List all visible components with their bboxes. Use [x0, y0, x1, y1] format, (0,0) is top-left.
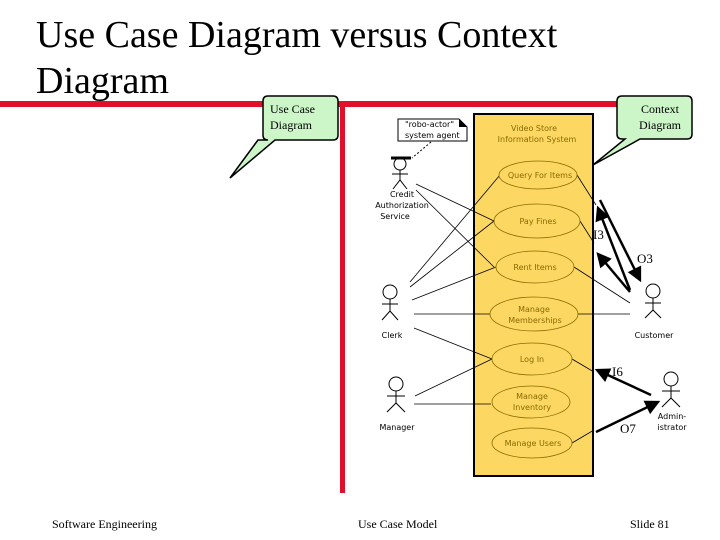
actor-icon-manager [386, 376, 406, 413]
callout-text: Context [641, 102, 680, 116]
use-case-label: Manage [516, 392, 548, 401]
actor-label: Credit [390, 190, 414, 199]
slide-title: Use Case Diagram versus Context Diagram [36, 14, 558, 102]
use-case-log-in [491, 342, 573, 376]
use-case-rent-items [495, 250, 575, 284]
system-label: Information System [498, 135, 577, 144]
use-case-label: Pay Fines [519, 217, 556, 226]
actor-icon-customer [644, 283, 662, 319]
use-case-query [498, 160, 578, 190]
actor-label: Clerk [382, 331, 403, 340]
actor-label: istrator [657, 423, 687, 432]
robo-actor-note: "robo-actor" system agent [397, 118, 468, 159]
use-case-manage-users [491, 427, 573, 459]
use-case-label: Memberships [508, 316, 562, 325]
footer-center: Use Case Model [358, 517, 438, 531]
actor-icon-credit [391, 156, 411, 190]
use-case-manage-inventory [491, 385, 571, 419]
actor-label: Authorization [375, 201, 429, 210]
context-flows [594, 199, 661, 434]
use-case-label: Rent Items [513, 263, 556, 272]
actor-icon-clerk [381, 284, 399, 321]
flow-label-i6: I6 [612, 364, 623, 379]
flow-label-o7: O7 [620, 421, 636, 436]
callout-context: Context Diagram [592, 95, 693, 166]
callout-text: Diagram [270, 118, 313, 132]
associations [409, 174, 631, 444]
flow-label-i3: I3 [593, 227, 604, 242]
actor-icon-administrator [661, 371, 681, 408]
use-case-label: Manage Users [505, 439, 562, 448]
actor-label: Customer [635, 331, 675, 340]
callout-text: Use Case [270, 102, 315, 116]
footer-left: Software Engineering [52, 517, 157, 531]
actor-label: Manager [379, 423, 415, 432]
use-case-label: Query For Items [508, 171, 572, 180]
callout-use-case: Use Case Diagram [229, 95, 339, 179]
use-case-label: Inventory [513, 403, 551, 412]
note-text: "robo-actor" [405, 120, 454, 129]
note-text: system agent [405, 131, 460, 140]
footer-slide-number: Slide 81 [630, 517, 670, 531]
use-case-pay-fines [493, 203, 581, 239]
use-case-label: Manage [518, 305, 550, 314]
use-case-label: Log In [520, 355, 544, 364]
actor-label: Admin- [658, 412, 686, 421]
accent-line [340, 101, 345, 493]
actor-label: Service [380, 212, 410, 221]
system-label: Video Store [511, 124, 557, 133]
flow-label-o3: O3 [637, 251, 653, 266]
callout-text: Diagram [639, 118, 682, 132]
use-case-manage-memberships [489, 296, 579, 332]
